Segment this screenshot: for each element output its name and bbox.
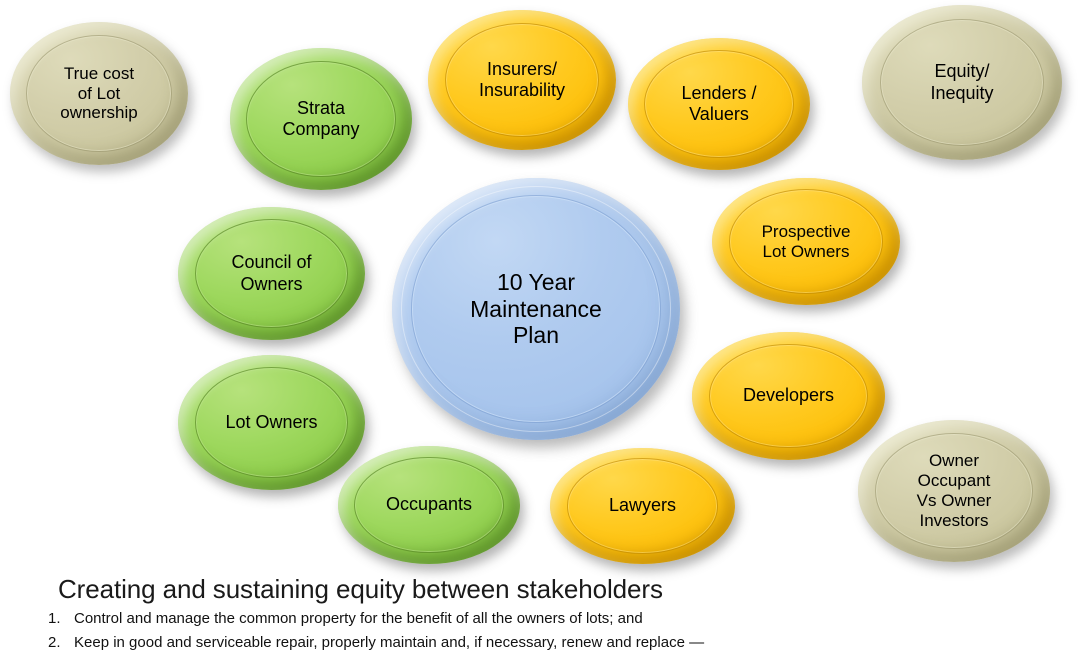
node-equity-inequity[interactable]: Equity/ Inequity [862,5,1062,160]
footer-heading: Creating and sustaining equity between s… [58,574,663,604]
list-item-number: 2. [48,634,61,651]
node-label: Strata Company [282,97,360,139]
node-bezel [862,5,1062,160]
node-label: Prospective Lot Owners [761,221,851,261]
node-label: Lawyers [608,495,677,516]
node-hub-10-year-maintenance-plan[interactable]: 10 Year Maintenance Plan [392,178,680,440]
node-bezel [428,10,616,150]
node-bezel [230,48,412,190]
node-label: True cost of Lot ownership [60,63,138,123]
node-developers[interactable]: Developers [692,332,885,460]
node-bezel [692,332,885,460]
footer-list-item: 1. Control and manage the common property… [48,610,643,627]
list-item-text: Keep in good and serviceable repair, pro… [74,634,705,651]
node-bezel [550,448,735,564]
node-bezel [178,355,365,490]
node-label: Lenders / Valuers [681,82,757,124]
node-bezel [628,38,810,170]
node-owner-occupant-vs-owner-investors[interactable]: Owner Occupant Vs Owner Investors [858,420,1050,562]
node-council-of-owners[interactable]: Council of Owners [178,207,365,340]
list-item-text: Control and manage the common property f… [74,610,643,627]
node-label: Council of Owners [231,252,312,294]
footer-list-item: 2. Keep in good and serviceable repair, p… [48,634,704,651]
node-true-cost-of-lot-ownership[interactable]: True cost of Lot ownership [10,22,188,165]
node-label: Lot Owners [225,411,318,432]
node-lot-owners[interactable]: Lot Owners [178,355,365,490]
list-item-number: 1. [48,610,61,627]
node-label: Equity/ Inequity [930,61,994,103]
node-bezel [392,178,680,440]
node-label: Insurers/ Insurability [478,58,566,100]
node-insurers-insurability[interactable]: Insurers/ Insurability [428,10,616,150]
hub-label: 10 Year Maintenance Plan [470,268,602,349]
node-strata-company[interactable]: Strata Company [230,48,412,190]
node-lenders-valuers[interactable]: Lenders / Valuers [628,38,810,170]
node-label: Developers [742,385,835,406]
node-label: Occupants [385,494,473,515]
node-occupants[interactable]: Occupants [338,446,520,564]
node-bezel [338,446,520,564]
node-bezel [858,420,1050,562]
node-label: Owner Occupant Vs Owner Investors [916,451,992,530]
node-bezel [10,22,188,165]
node-bezel [712,178,900,305]
node-prospective-lot-owners[interactable]: Prospective Lot Owners [712,178,900,305]
node-bezel [178,207,365,340]
node-lawyers[interactable]: Lawyers [550,448,735,564]
